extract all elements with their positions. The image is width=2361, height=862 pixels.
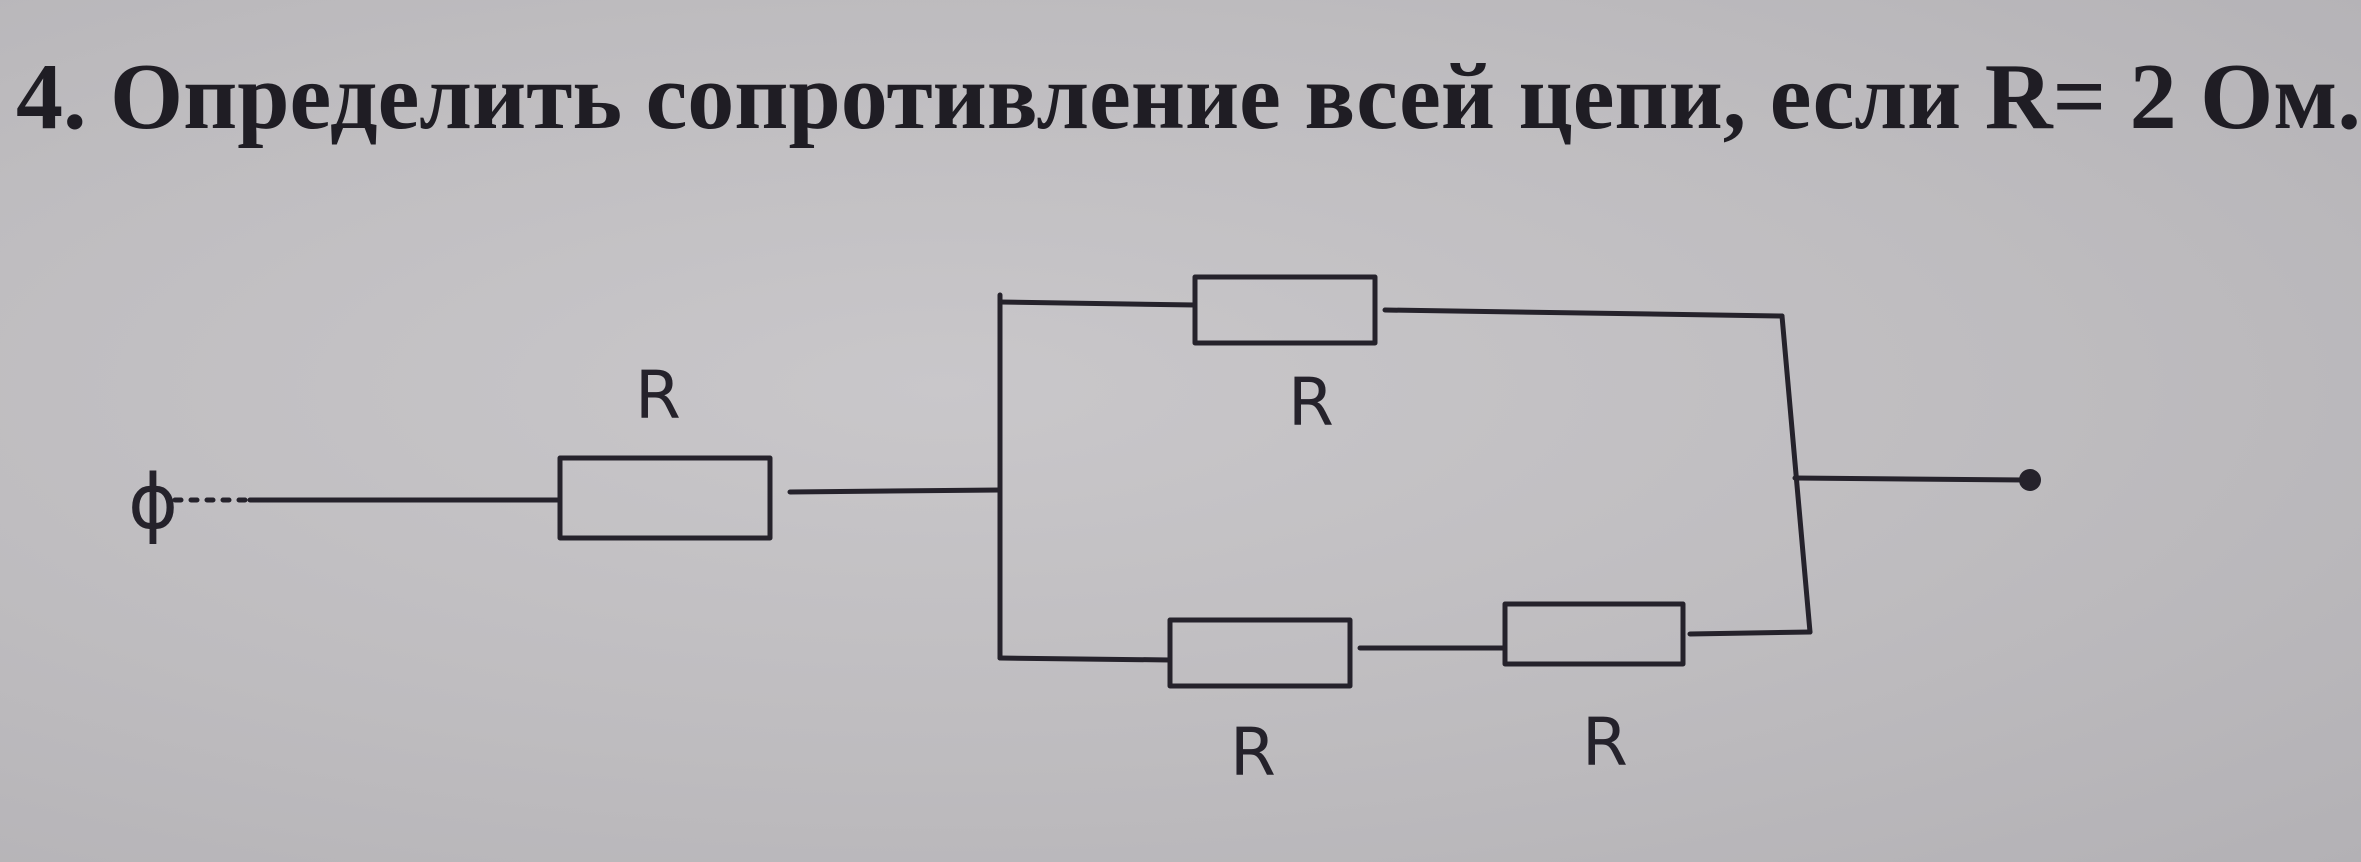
problem-statement: 4. Определить сопротивление всей цепи, е… (16, 45, 2361, 149)
link-wire (787, 487, 1003, 495)
resistor-bottom-right (1502, 601, 1686, 667)
top-branch-left-wire (997, 299, 1198, 308)
input-terminal-label: ϕ (128, 457, 178, 546)
circuit-diagram: ϕ R R R R (128, 274, 2041, 791)
resistor-bottom-left-label: R (1230, 714, 1276, 791)
resistor-top-label: R (1288, 364, 1334, 441)
resistor-bottom-left (1167, 617, 1353, 689)
output-wire (1792, 475, 2028, 483)
resistor-series-label: R (635, 357, 681, 434)
bottom-branch-right-wire (1687, 629, 1813, 637)
top-branch-right-wire (1382, 307, 1785, 319)
output-terminal (2019, 469, 2041, 491)
resistor-top (1192, 274, 1378, 346)
resistor-series (557, 455, 773, 541)
right-bus-wire (1779, 313, 1813, 635)
bottom-branch-left-wire (997, 655, 1173, 663)
resistor-bottom-right-label: R (1582, 704, 1628, 781)
